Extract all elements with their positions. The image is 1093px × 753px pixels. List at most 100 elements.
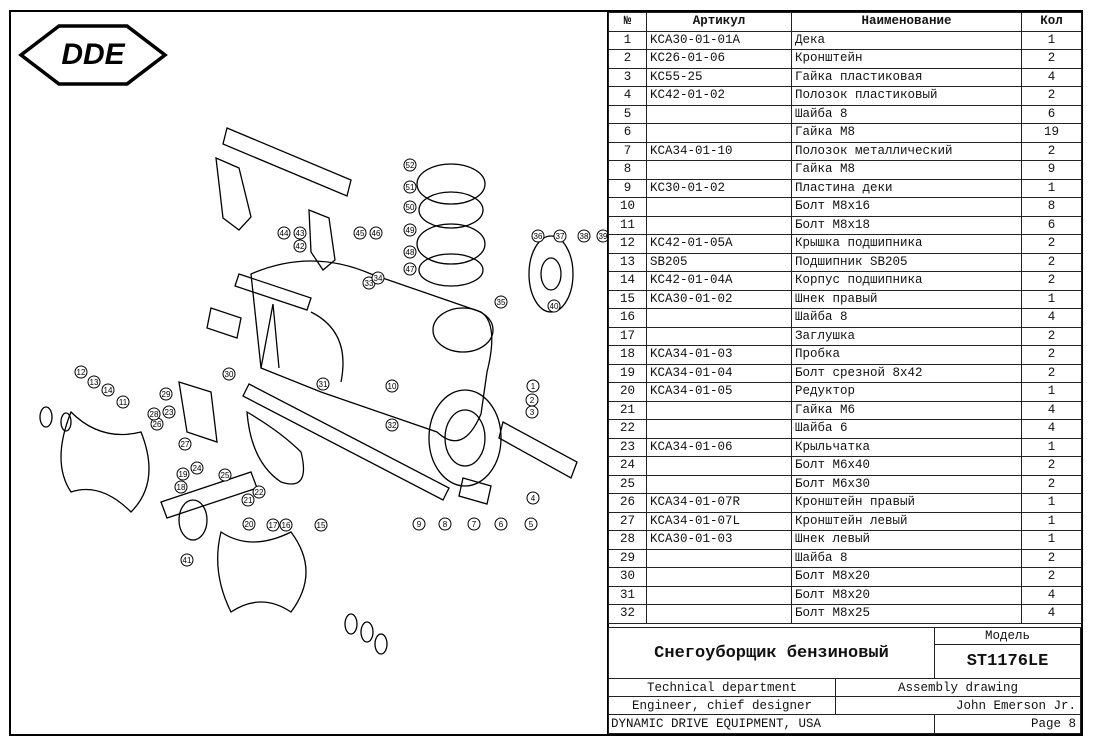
cell-article: KC42-01-02: [646, 86, 792, 106]
cell-num: 30: [608, 567, 647, 587]
callout-label: 4: [531, 494, 536, 503]
company-name: DYNAMIC DRIVE EQUIPMENT, USA: [608, 714, 935, 734]
callout-label: 27: [181, 440, 190, 449]
cell-name: Пробка: [791, 345, 1022, 365]
cell-num: 7: [608, 141, 647, 161]
cell-qty: 4: [1021, 308, 1082, 328]
callout-40: 40: [547, 299, 561, 313]
callout-43: 43: [293, 226, 307, 240]
cell-name: Кронштейн: [791, 49, 1022, 69]
callout-20: 20: [242, 517, 256, 531]
cell-qty: 4: [1021, 585, 1082, 605]
callout-label: 12: [77, 368, 86, 377]
cell-name: Корпус подшипника: [791, 271, 1022, 291]
callout-label: 11: [119, 398, 128, 407]
cell-article: SB205: [646, 252, 792, 272]
cell-article: KCA34-01-04: [646, 363, 792, 383]
cell-qty: 8: [1021, 197, 1082, 217]
engineer-role: Engineer, chief designer: [608, 696, 836, 715]
cell-article: KCA30-01-03: [646, 530, 792, 550]
callout-label: 36: [534, 232, 543, 241]
header-article: Артикул: [646, 12, 792, 32]
cell-num: 19: [608, 363, 647, 383]
callout-17: 17: [266, 518, 280, 532]
cell-article: KCA34-01-05: [646, 382, 792, 402]
callout-16: 16: [279, 518, 293, 532]
cell-num: 5: [608, 104, 647, 124]
callout-label: 26: [153, 420, 162, 429]
cell-qty: 6: [1021, 104, 1082, 124]
cell-qty: 2: [1021, 567, 1082, 587]
callout-4: 4: [526, 491, 540, 505]
callout-label: 6: [499, 520, 504, 529]
callout-12: 12: [74, 365, 88, 379]
cell-article: [646, 308, 792, 328]
cell-num: 6: [608, 123, 647, 143]
cell-qty: 2: [1021, 252, 1082, 272]
model-number: ST1176LE: [934, 644, 1081, 679]
cell-qty: 2: [1021, 363, 1082, 383]
callout-label: 28: [150, 410, 159, 419]
callout-label: 46: [372, 229, 381, 238]
cell-qty: 2: [1021, 548, 1082, 568]
cell-article: [646, 197, 792, 217]
department: Technical department: [608, 678, 836, 697]
cell-qty: 2: [1021, 86, 1082, 106]
callout-label: 52: [406, 161, 415, 170]
cell-name: Гайка М6: [791, 400, 1022, 420]
cell-num: 16: [608, 308, 647, 328]
callout-label: 41: [183, 556, 192, 565]
table-header-row: № Артикул Наименование Кол: [608, 12, 1082, 32]
cell-article: [646, 567, 792, 587]
callout-15: 15: [314, 518, 328, 532]
cell-qty: 2: [1021, 141, 1082, 161]
callout-label: 47: [406, 265, 415, 274]
cell-qty: 4: [1021, 400, 1082, 420]
cell-num: 10: [608, 197, 647, 217]
callout-23: 23: [162, 405, 176, 419]
cell-num: 32: [608, 604, 647, 624]
assembly-drawing: DDE: [11, 12, 609, 734]
callout-27: 27: [178, 437, 192, 451]
cell-name: Гайка пластиковая: [791, 67, 1022, 87]
cell-qty: 1: [1021, 178, 1082, 198]
cell-num: 4: [608, 86, 647, 106]
callout-label: 24: [193, 464, 202, 473]
cell-qty: 1: [1021, 30, 1082, 50]
callout-label: 34: [374, 274, 383, 283]
callout-label: 17: [269, 521, 278, 530]
callout-50: 50: [403, 200, 417, 214]
cell-name: Болт М8х20: [791, 585, 1022, 605]
cell-name: Болт срезной 8х42: [791, 363, 1022, 383]
cell-article: [646, 123, 792, 143]
callout-label: 5: [529, 520, 534, 529]
cell-qty: 2: [1021, 474, 1082, 494]
callout-9: 9: [412, 517, 426, 531]
cell-name: Гайка М8: [791, 123, 1022, 143]
cell-name: Кронштейн правый: [791, 493, 1022, 513]
cell-qty: 2: [1021, 49, 1082, 69]
callout-34: 34: [371, 271, 385, 285]
callout-label: 18: [177, 483, 186, 492]
callout-52: 52: [403, 158, 417, 172]
page-number: Page 8: [934, 714, 1081, 734]
cell-qty: 2: [1021, 326, 1082, 346]
callout-3: 3: [525, 405, 539, 419]
